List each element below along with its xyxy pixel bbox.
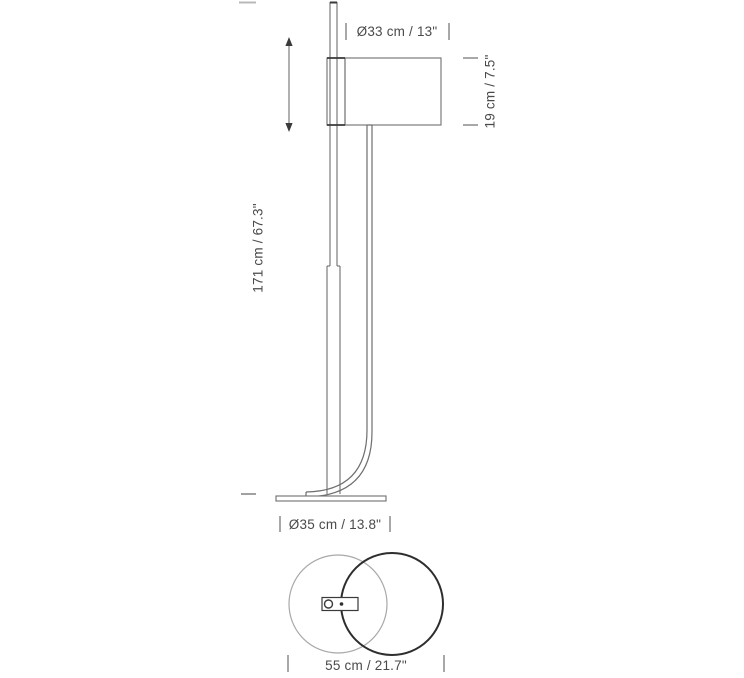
rotation-circle-left	[288, 554, 388, 654]
pivot-hub	[321, 596, 359, 612]
dimension-shade-diameter: Ø33 cm / 13"	[345, 23, 450, 40]
shade-diameter-label: Ø33 cm / 13"	[357, 24, 438, 39]
lamp-shade	[326, 57, 442, 126]
vertical-stem	[326, 1, 341, 494]
dimension-total-height: 171 cm / 67.3"	[241, 37, 293, 495]
dimension-swing-span: 55 cm / 21.7"	[287, 655, 445, 673]
swing-span-label: 55 cm / 21.7"	[325, 658, 407, 673]
total-height-arrowhead-down	[285, 123, 293, 132]
shade-height-label: 19 cm / 7.5"	[483, 55, 498, 129]
base-plate	[275, 495, 387, 502]
dimension-shade-height: 19 cm / 7.5"	[463, 55, 498, 129]
total-height-arrowhead-up	[285, 37, 293, 46]
pivot-hub-center-dot	[339, 602, 344, 606]
plan-view	[288, 552, 444, 656]
pivot-hub-ring	[323, 599, 334, 609]
base-diameter-label: Ø35 cm / 13.8"	[289, 517, 381, 532]
arm-inner-edge	[305, 125, 373, 498]
base-plate-body	[275, 495, 387, 502]
shade-body	[344, 57, 442, 126]
curved-arm	[305, 124, 373, 498]
dimension-base-diameter: Ø35 cm / 13.8"	[279, 516, 391, 532]
arm-outer-edge	[305, 125, 368, 493]
total-height-label: 171 cm / 67.3"	[251, 203, 266, 292]
